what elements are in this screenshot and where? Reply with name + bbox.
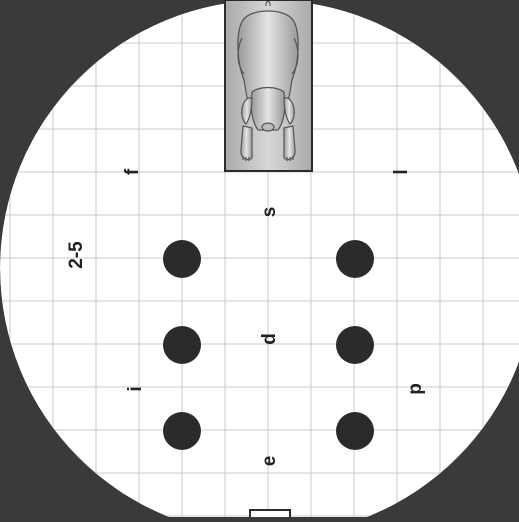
well-2	[336, 240, 374, 278]
well-5	[163, 412, 201, 450]
label-lower-left: i	[125, 386, 146, 391]
label-bottom-center: e	[259, 456, 280, 467]
label-upper-center: s	[259, 207, 280, 218]
well-4	[336, 326, 374, 364]
well-3	[163, 326, 201, 364]
animal-start-box	[225, 0, 312, 171]
label-left-series: 2-5	[66, 241, 87, 269]
well-6	[336, 412, 374, 450]
start-box	[250, 510, 290, 517]
label-top-right: l	[391, 169, 412, 174]
well-1	[163, 240, 201, 278]
label-top-left: f	[122, 168, 143, 175]
label-lower-right: p	[405, 383, 426, 395]
label-center: d	[259, 333, 280, 345]
